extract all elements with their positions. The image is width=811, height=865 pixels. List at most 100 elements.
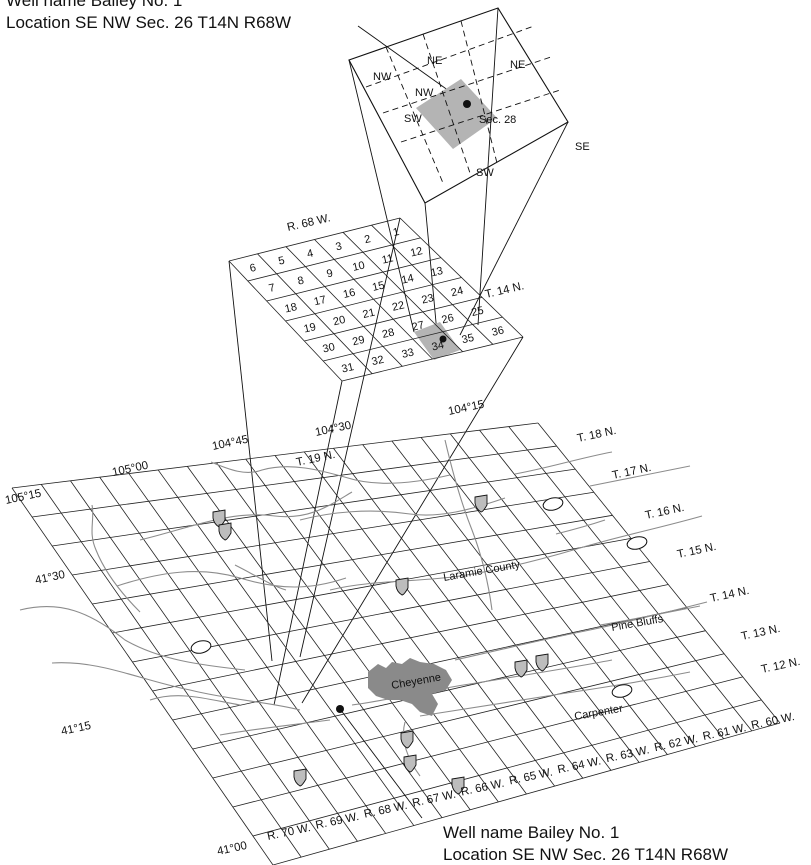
section-number: 19	[303, 321, 318, 335]
quarter-label-ne-2: NE	[510, 59, 525, 71]
dam-icon	[535, 653, 549, 672]
section-number: 29	[351, 334, 366, 348]
section-number: 34	[431, 339, 446, 353]
township-label: T. 13 N.	[740, 623, 781, 643]
section-number: 12	[409, 245, 424, 259]
highlight-quarter-quarter	[416, 79, 497, 149]
rivers-and-roads	[19, 439, 708, 777]
latitude-label: 41°30	[34, 569, 66, 587]
section-number: 3	[335, 240, 344, 253]
section-number: 32	[371, 354, 386, 368]
section-number: 2	[363, 233, 372, 246]
lake-icon	[611, 684, 633, 698]
section-label: Sec. 28	[479, 114, 516, 126]
county-township-range-grid	[11, 422, 781, 865]
callout-top-line1: Well name Bailey No. 1	[6, 0, 182, 10]
range-label: R. 62 W.	[653, 733, 699, 754]
township-connector-lines	[228, 217, 524, 706]
section-number: 31	[341, 361, 356, 375]
place-label-carpenter: Carpenter	[573, 703, 624, 723]
latitude-label: 41°00	[216, 840, 248, 858]
cheyenne-city-area	[368, 658, 452, 716]
township-label: T. 18 N.	[576, 425, 617, 445]
township-label: T. 17 N.	[611, 462, 652, 482]
section-number: 15	[371, 279, 386, 293]
dam-icon	[514, 659, 528, 678]
section-number: 21	[362, 307, 377, 321]
dam-icon	[451, 776, 465, 795]
dam-icon	[474, 494, 488, 513]
dam-icon	[395, 577, 409, 596]
township-label: T. 14 N.	[484, 280, 525, 301]
place-label-pine-bluffs: Pine Bluffs	[610, 613, 664, 634]
township-label: T. 16 N.	[644, 502, 685, 522]
township-label: T. 14 N.	[709, 585, 750, 605]
quarter-label-sw-2: SW	[476, 167, 494, 179]
dam-icon	[403, 754, 417, 773]
callout-bottom-line2: Location SE NW Sec. 26 T14N R68W	[443, 845, 728, 864]
county-label: Laramie County	[442, 559, 521, 584]
section-number: 30	[322, 341, 337, 355]
range-label: R. 65 W.	[508, 767, 554, 788]
quarter-label-sw: SW	[404, 113, 422, 125]
longitude-label: 104°15	[447, 399, 485, 418]
section-number: 26	[441, 312, 456, 326]
section-number: 10	[351, 260, 366, 274]
well-marker-township	[439, 335, 447, 343]
township-grid	[228, 217, 524, 382]
township-label: T. 12 N.	[760, 656, 801, 676]
quarter-label-se: SE	[575, 141, 590, 153]
section-number: 17	[313, 294, 328, 308]
dam-markers	[212, 494, 549, 795]
section-number: 14	[400, 272, 415, 286]
longitude-label: 104°45	[211, 434, 249, 453]
well-marker-detail	[463, 100, 471, 108]
section-number: 20	[332, 314, 347, 328]
section-number: 16	[342, 287, 357, 301]
callout-bottom-line1: Well name Bailey No. 1	[443, 823, 619, 842]
section-connector-lines	[348, 7, 569, 345]
range-label: R. 68 W.	[363, 800, 409, 821]
lake-icon	[626, 536, 648, 550]
dam-icon	[400, 730, 414, 749]
section-number: 33	[401, 346, 416, 360]
latitude-label: 41°15	[60, 720, 92, 738]
latitude-labels: 41°30 41°15 41°00	[34, 569, 248, 858]
section-number: 11	[381, 252, 395, 266]
township-label: T. 15 N.	[676, 541, 717, 561]
section-number: 1	[392, 226, 401, 239]
lake-icon	[190, 640, 212, 654]
range-label: R. 69 W.	[315, 811, 361, 832]
callout-bottom-leader	[339, 708, 423, 819]
section-detail-panel: NW NE NE NW SW SE SW Sec. 28	[348, 7, 590, 204]
dam-icon	[293, 768, 307, 787]
lake-icon	[542, 497, 564, 511]
section-number: 27	[411, 319, 426, 333]
highlight-section-26	[414, 322, 460, 360]
callout-top-line2: Location SE NW Sec. 26 T14N R68W	[6, 13, 291, 32]
section-number: 18	[284, 301, 299, 315]
section-number: 28	[381, 327, 396, 341]
quarter-grid-lines	[365, 20, 561, 184]
section-number: 13	[430, 265, 445, 279]
quarter-label-nw: NW	[373, 71, 392, 83]
section-number: 35	[461, 332, 476, 346]
dam-icon	[218, 522, 232, 541]
section-number: 7	[268, 282, 277, 295]
section-number: 24	[450, 285, 465, 299]
section-number: 22	[391, 299, 406, 313]
section-number: 23	[420, 292, 435, 306]
section-number: 25	[470, 305, 485, 319]
section-number: 4	[306, 247, 315, 260]
county-map-panel: Laramie County Cheyenne Pine Bluffs Carp…	[4, 399, 801, 865]
quarter-label-nw-2: NW	[415, 87, 434, 99]
longitude-label: 104°30	[314, 420, 352, 439]
range-label: R. 61 W.	[702, 722, 748, 743]
section-number: 8	[297, 275, 306, 288]
section-number: 5	[277, 255, 286, 268]
